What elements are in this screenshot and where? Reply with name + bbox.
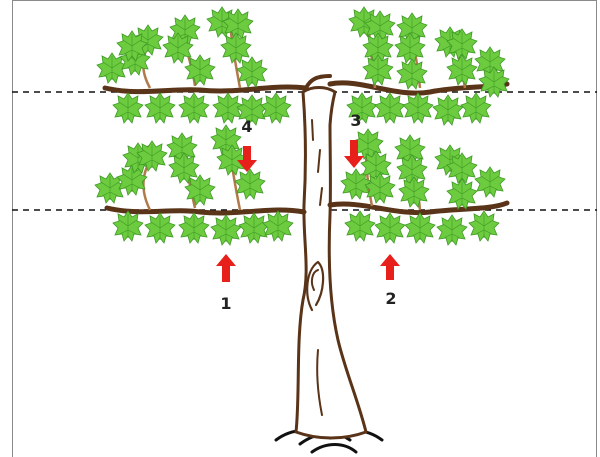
upper-right-canopy <box>347 7 509 125</box>
lower-right-canopy <box>341 129 505 245</box>
label-4: 4 <box>241 117 252 136</box>
arrow-1 <box>216 254 236 282</box>
arrow-2 <box>380 254 400 280</box>
label-2: 2 <box>385 289 396 308</box>
label-3: 3 <box>350 111 361 130</box>
upper-left-canopy <box>97 7 291 125</box>
label-1: 1 <box>220 294 231 313</box>
lower-left-canopy <box>95 125 293 245</box>
